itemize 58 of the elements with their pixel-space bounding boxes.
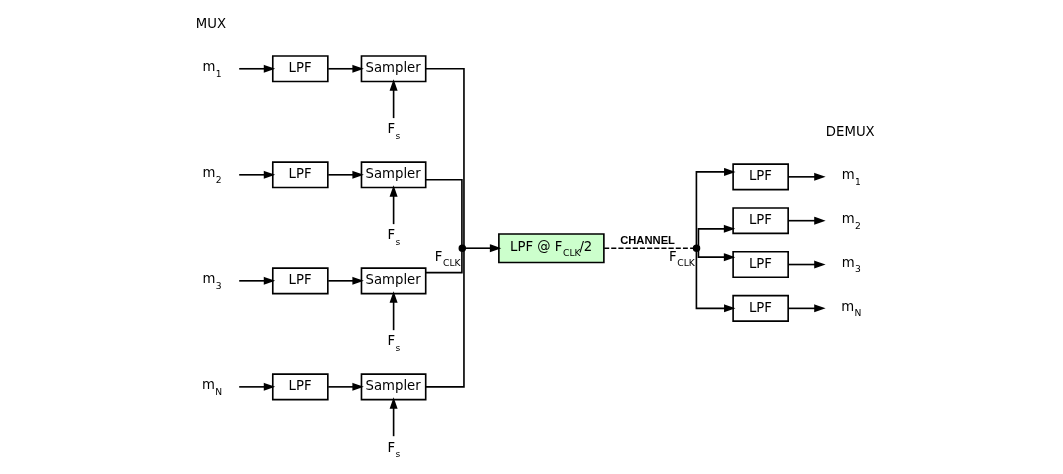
- arrow: [326, 382, 364, 391]
- node-switch: [458, 244, 466, 252]
- node-text: F$_{s}$: [386, 121, 400, 141]
- arrow: [389, 397, 398, 437]
- edge-label: CHANNEL: [619, 233, 675, 246]
- label: MUX: [195, 16, 226, 32]
- arrow: [237, 276, 275, 285]
- node-box: LPF: [731, 163, 789, 191]
- arrow: [237, 382, 275, 391]
- node-text: m$_{2}$: [841, 211, 861, 231]
- node-text: F$_{s}$: [386, 227, 400, 247]
- node-box: LPF: [271, 55, 329, 83]
- arrow: [697, 249, 735, 262]
- node-text: F$_{s}$: [386, 333, 400, 353]
- node-box: LPF: [731, 294, 789, 322]
- node-text: m$_{N}$: [840, 298, 861, 319]
- node-text: m$_{N}$: [201, 377, 222, 397]
- arrow: [786, 172, 826, 181]
- node-box: LPF @ F$_{CLK}$/2: [497, 233, 605, 264]
- node-text: F$_{s}$: [386, 439, 400, 460]
- node-text: m$_{2}$: [201, 165, 222, 185]
- arrow: [326, 64, 364, 73]
- node-box: Sampler: [360, 55, 426, 83]
- connector: [602, 247, 694, 250]
- node-text: m$_{3}$: [841, 254, 861, 275]
- node-box: LPF: [731, 250, 789, 279]
- node-text: m$_{3}$: [201, 271, 222, 291]
- node-label: F$_{CLK}$: [434, 248, 461, 269]
- node-box: LPF: [271, 161, 329, 189]
- arrow: [389, 291, 398, 331]
- node-text: m$_{1}$: [841, 167, 861, 187]
- node-box: LPF: [731, 207, 789, 235]
- node-box: Sampler: [360, 373, 426, 401]
- connector: [424, 178, 463, 247]
- connector: [424, 250, 465, 388]
- arrow: [326, 170, 364, 179]
- arrow: [463, 244, 501, 253]
- arrow: [237, 64, 275, 73]
- arrow: [786, 304, 826, 313]
- arrow: [695, 250, 735, 313]
- arrow: [237, 170, 275, 179]
- node-box: Sampler: [360, 161, 426, 189]
- node-box: Sampler: [360, 267, 426, 295]
- connector: [424, 250, 463, 274]
- node-text: m$_{1}$: [201, 59, 222, 79]
- arrow: [389, 79, 398, 119]
- node-box: LPF: [271, 267, 329, 295]
- arrow: [786, 216, 826, 225]
- node-box: LPF: [271, 373, 329, 401]
- node-switch: [692, 244, 700, 252]
- arrow: [786, 260, 826, 269]
- label: DEMUX: [825, 124, 875, 140]
- arrow: [695, 167, 735, 246]
- arrow: [326, 276, 364, 285]
- arrow: [389, 185, 398, 225]
- connector: [424, 67, 465, 247]
- arrow: [697, 224, 735, 247]
- node-label: F$_{CLK}$: [668, 248, 695, 269]
